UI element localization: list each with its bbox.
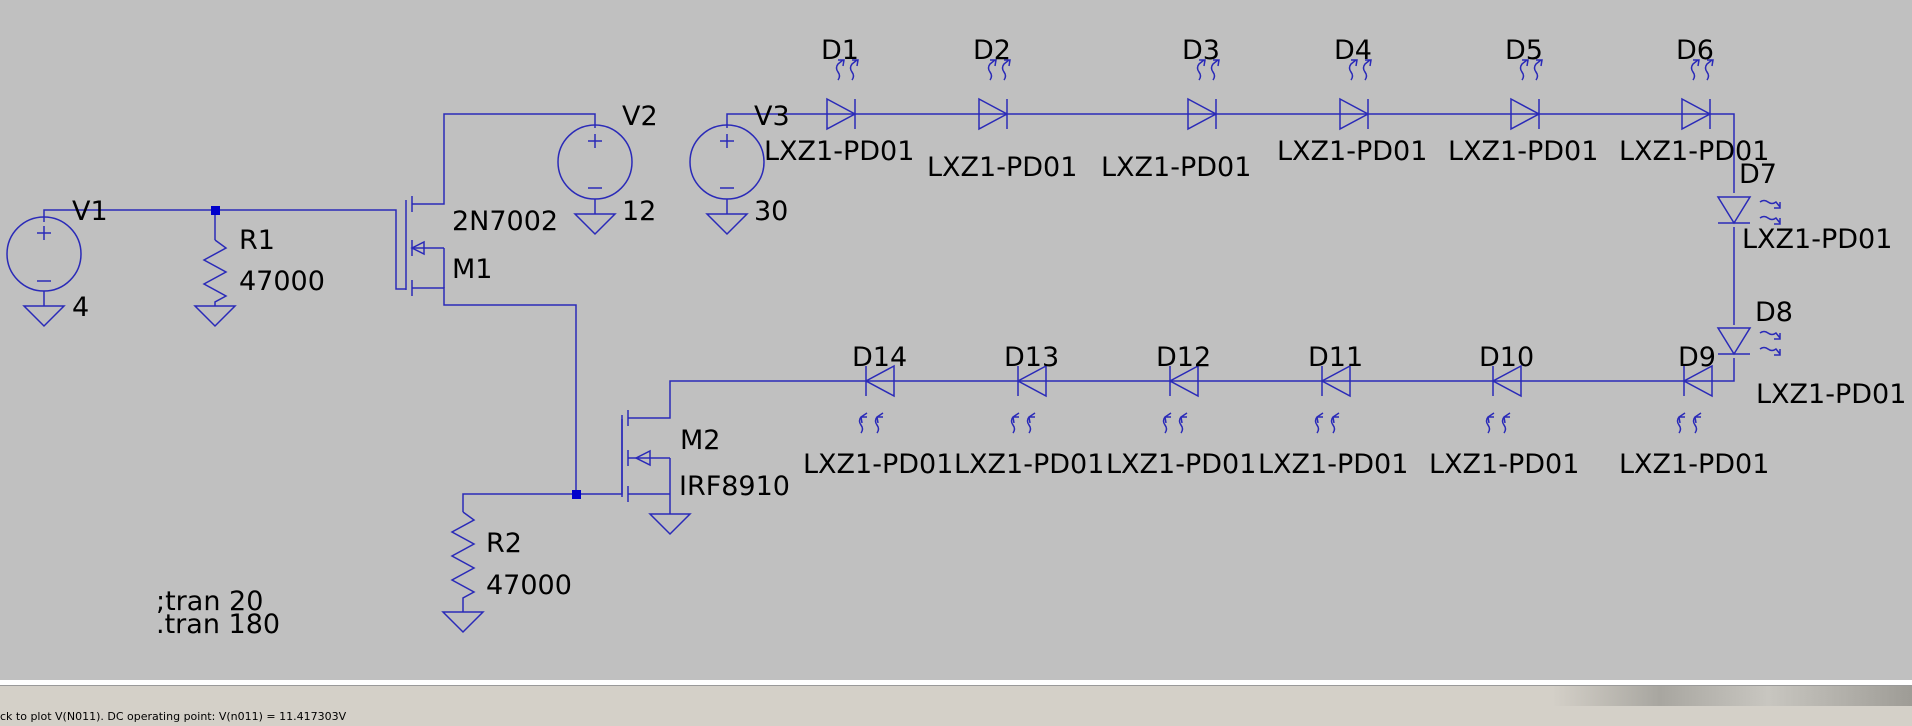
wire-bottom-chain[interactable] — [636, 358, 1735, 419]
directive-tran-180[interactable]: .tran 180 — [156, 609, 280, 640]
wires[interactable] — [43, 113, 1735, 512]
status-text: ck to plot V(N011). DC operating point: … — [0, 710, 347, 723]
d1-model: LXZ1-PD01 — [764, 136, 914, 167]
diode-d1[interactable]: D1 LXZ1-PD01 — [764, 35, 914, 167]
d13-model: LXZ1-PD01 — [954, 449, 1104, 480]
d7-model: LXZ1-PD01 — [1742, 224, 1892, 255]
d9-name: D9 — [1678, 342, 1716, 373]
wire-v1-gate[interactable] — [43, 209, 406, 290]
r2-name: R2 — [486, 528, 522, 559]
d2-name: D2 — [973, 35, 1011, 66]
d7-name: D7 — [1739, 159, 1777, 190]
v3-name: V3 — [754, 101, 790, 132]
diode-d2[interactable]: D2 LXZ1-PD01 — [927, 35, 1077, 183]
d1-name: D1 — [821, 35, 859, 66]
d6-name: D6 — [1676, 35, 1714, 66]
v1-value: 4 — [72, 292, 89, 323]
status-bar-grip — [1552, 686, 1912, 706]
diode-d3[interactable]: D3 LXZ1-PD01 — [1101, 35, 1251, 183]
d12-name: D12 — [1156, 342, 1211, 373]
d2-model: LXZ1-PD01 — [927, 152, 1077, 183]
d3-model: LXZ1-PD01 — [1101, 152, 1251, 183]
junction-dot — [211, 206, 220, 215]
d3-name: D3 — [1182, 35, 1220, 66]
d8-model: LXZ1-PD01 — [1756, 379, 1906, 410]
r2-value: 47000 — [486, 570, 572, 601]
voltage-source-v1[interactable]: V1 4 — [6, 196, 108, 328]
voltage-source-v2[interactable]: V2 12 — [557, 101, 658, 236]
wire-m1-drain-v2[interactable] — [420, 113, 596, 205]
r1-value: 47000 — [239, 266, 325, 297]
wire-m1-source[interactable] — [420, 287, 577, 494]
diode-d5[interactable]: D5 LXZ1-PD01 — [1448, 35, 1598, 167]
v3-value: 30 — [754, 196, 788, 227]
schematic-canvas[interactable]: V1 4 R1 47000 2N7002 M1 V2 12 R2 47000 — [0, 0, 1912, 680]
wire-top-chain[interactable] — [726, 113, 1735, 193]
diode-d10[interactable]: D10 LXZ1-PD01 — [1429, 342, 1579, 480]
diode-d13[interactable]: D13 LXZ1-PD01 — [954, 342, 1104, 480]
diode-d4[interactable]: D4 LXZ1-PD01 — [1277, 35, 1427, 167]
m1-name: M1 — [452, 254, 492, 285]
m2-name: M2 — [680, 425, 720, 456]
d4-model: LXZ1-PD01 — [1277, 136, 1427, 167]
d4-name: D4 — [1334, 35, 1372, 66]
d6-model: LXZ1-PD01 — [1619, 136, 1769, 167]
spice-directives[interactable]: ;tran 20 .tran 180 — [156, 586, 280, 640]
d14-model: LXZ1-PD01 — [803, 449, 953, 480]
m2-model: IRF8910 — [679, 471, 790, 502]
diode-d7[interactable]: D7 LXZ1-PD01 — [1716, 159, 1892, 255]
d13-name: D13 — [1004, 342, 1059, 373]
junction-dot — [572, 490, 581, 499]
resistor-r2[interactable]: R2 47000 — [441, 511, 572, 634]
voltage-source-v3[interactable]: V3 30 — [689, 101, 790, 236]
schematic-drawing[interactable]: V1 4 R1 47000 2N7002 M1 V2 12 R2 47000 — [0, 0, 1912, 680]
d11-model: LXZ1-PD01 — [1258, 449, 1408, 480]
directive-tran-20[interactable]: ;tran 20 — [156, 586, 263, 617]
canvas-divider — [0, 680, 1912, 685]
status-bar: ck to plot V(N011). DC operating point: … — [0, 685, 1912, 726]
d11-name: D11 — [1308, 342, 1363, 373]
diode-d14[interactable]: D14 LXZ1-PD01 — [803, 342, 953, 480]
wire-r2-m2-gate[interactable] — [462, 419, 623, 512]
d9-model: LXZ1-PD01 — [1619, 449, 1769, 480]
diode-d9[interactable]: D9 LXZ1-PD01 — [1619, 342, 1769, 480]
diode-d11[interactable]: D11 LXZ1-PD01 — [1258, 342, 1408, 480]
d8-name: D8 — [1755, 297, 1793, 328]
v2-name: V2 — [622, 101, 658, 132]
d12-model: LXZ1-PD01 — [1106, 449, 1256, 480]
v2-value: 12 — [622, 196, 656, 227]
diode-d6[interactable]: D6 LXZ1-PD01 — [1619, 35, 1769, 167]
d10-model: LXZ1-PD01 — [1429, 449, 1579, 480]
diode-d12[interactable]: D12 LXZ1-PD01 — [1106, 342, 1256, 480]
d14-name: D14 — [852, 342, 907, 373]
d5-model: LXZ1-PD01 — [1448, 136, 1598, 167]
nmos-m1[interactable]: 2N7002 M1 — [405, 196, 558, 296]
d5-name: D5 — [1505, 35, 1543, 66]
m1-model: 2N7002 — [452, 206, 558, 237]
resistor-r1[interactable]: R1 47000 — [193, 225, 325, 328]
r1-name: R1 — [239, 225, 275, 256]
diode-d8[interactable]: D8 LXZ1-PD01 — [1716, 297, 1906, 410]
nmos-m2[interactable]: M2 IRF8910 — [621, 410, 790, 536]
d10-name: D10 — [1479, 342, 1534, 373]
v1-name: V1 — [72, 196, 108, 227]
